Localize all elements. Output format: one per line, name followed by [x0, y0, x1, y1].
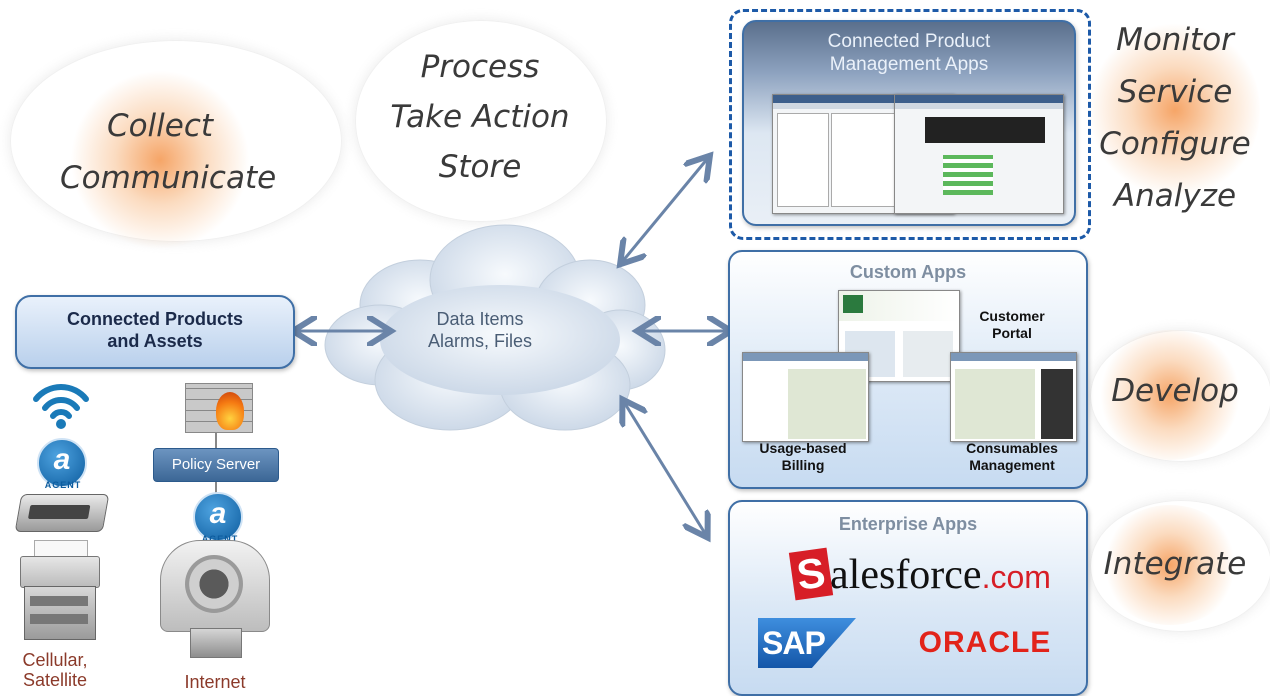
- cellular-line-2: Satellite: [22, 670, 88, 690]
- develop-glow: [1095, 330, 1245, 460]
- cpm-title-line-2: Management Apps: [829, 54, 989, 75]
- agent-letter-left: a: [53, 443, 71, 476]
- monitor-line-2: Service: [1117, 74, 1233, 110]
- monitor-line-3: Configure: [1099, 126, 1251, 162]
- collect-glow: [70, 70, 250, 250]
- connected-line-1: Connected Products: [66, 309, 244, 329]
- cpm-title-line-1: Connected Product: [827, 31, 991, 52]
- printer-device: [20, 540, 100, 640]
- salesforce-word: alesforce: [830, 552, 982, 598]
- internet-label: Internet: [184, 672, 246, 692]
- cpm-apps-panel[interactable]: Connected Product Management Apps: [742, 20, 1076, 226]
- customer-portal-line-2: Portal: [992, 325, 1032, 341]
- cloud-line-1: Data Items: [436, 309, 524, 329]
- agent-text-left: AGENT: [44, 480, 82, 490]
- connected-products-box[interactable]: Connected Products and Assets: [15, 295, 295, 369]
- develop-label: Develop: [1111, 373, 1239, 409]
- salesforce-logo: Salesforce.com: [788, 547, 1051, 610]
- process-line-2: Take Action: [390, 99, 570, 135]
- integrate-glow: [1100, 505, 1240, 625]
- cloud-line-2: Alarms, Files: [427, 331, 532, 351]
- oracle-logo: ORACLE: [918, 626, 1052, 659]
- develop-text: Develop: [1085, 365, 1265, 417]
- sap-text: SAP: [762, 625, 826, 661]
- usage-billing-line-2: Billing: [781, 457, 825, 473]
- collect-line-1: Collect: [106, 108, 214, 144]
- custom-apps-panel[interactable]: Custom Apps Customer Portal Usage-based …: [728, 250, 1088, 489]
- cpm-screenshot-front: [894, 94, 1064, 214]
- firewall-icon: [185, 383, 253, 433]
- integrate-oval: [1090, 500, 1270, 632]
- collect-line-2: Communicate: [60, 160, 277, 196]
- process-text: Process Take Action Store: [380, 42, 580, 192]
- policy-server-box[interactable]: Policy Server: [153, 448, 279, 482]
- sap-logo: SAP: [758, 618, 856, 668]
- cellular-modem-device: [14, 494, 110, 532]
- cellular-line-1: Cellular,: [22, 650, 88, 670]
- consumables-line-1: Consumables: [966, 440, 1058, 456]
- mri-scanner-device: [160, 540, 270, 658]
- cpm-panel-title: Connected Product Management Apps: [744, 30, 1074, 76]
- consumables-screenshot: [950, 352, 1077, 442]
- usage-billing-screenshot: [742, 352, 869, 442]
- enterprise-panel-title: Enterprise Apps: [838, 514, 978, 534]
- policy-server-label: Policy Server: [171, 456, 261, 473]
- customer-portal-label: Customer Portal: [952, 308, 1072, 342]
- usage-billing-line-1: Usage-based: [759, 440, 847, 456]
- agent-icon-left: a: [37, 438, 87, 488]
- integrate-text: Integrate: [1085, 538, 1265, 590]
- integrate-label: Integrate: [1103, 546, 1247, 582]
- monitor-line-1: Monitor: [1116, 22, 1234, 58]
- usage-billing-label: Usage-based Billing: [748, 440, 858, 474]
- monitor-text: Monitor Service Configure Analyze: [1085, 14, 1265, 222]
- consumables-label: Consumables Management: [952, 440, 1072, 474]
- collect-text: Collect Communicate: [60, 100, 277, 204]
- customer-portal-line-1: Customer: [979, 308, 1045, 324]
- cloud-shape: [324, 224, 666, 431]
- process-line-3: Store: [438, 149, 522, 185]
- monitor-glow: [1090, 20, 1260, 200]
- cellular-satellite-label: Cellular, Satellite: [10, 650, 100, 690]
- salesforce-com: .com: [981, 559, 1051, 595]
- consumables-line-2: Management: [969, 457, 1055, 473]
- agent-letter-right: a: [209, 497, 227, 530]
- arrow-cloud-cpm: [622, 158, 708, 262]
- connected-line-2: and Assets: [107, 331, 203, 351]
- wifi-icon: [33, 384, 89, 429]
- agent-text-right: AGENT: [201, 534, 239, 544]
- cloud-label: Data Items Alarms, Files: [395, 308, 565, 352]
- process-line-1: Process: [420, 49, 540, 85]
- cpm-dashed-frame: [729, 9, 1091, 240]
- process-oval: [355, 20, 607, 222]
- arrow-cloud-enterprise: [624, 402, 706, 535]
- custom-panel-title: Custom Apps: [849, 262, 967, 282]
- salesforce-s-mark: S: [788, 547, 834, 601]
- monitor-line-4: Analyze: [1113, 178, 1237, 214]
- enterprise-apps-panel[interactable]: Enterprise Apps Salesforce.com SAP ORACL…: [728, 500, 1088, 696]
